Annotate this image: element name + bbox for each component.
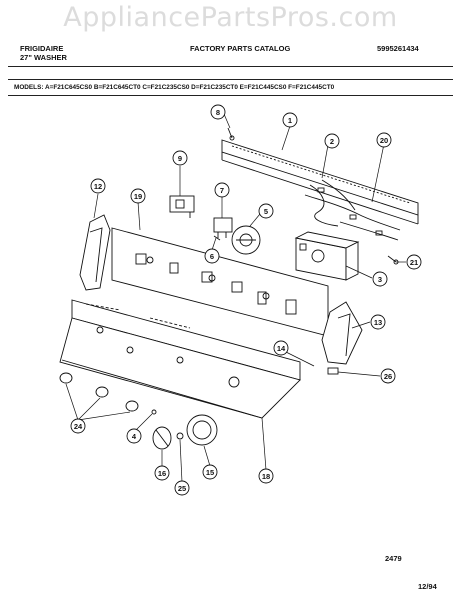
catalog-part-number: 5995261434	[377, 44, 419, 53]
callout-5: 5	[264, 207, 268, 216]
catalog-date: 12/94	[418, 582, 437, 591]
callout-9: 9	[178, 154, 182, 163]
callout-circle-3	[372, 271, 388, 287]
callout-2: 2	[330, 137, 334, 146]
callout-circle-4	[126, 428, 142, 444]
part-switch	[169, 195, 195, 218]
part-clip-4	[151, 409, 157, 415]
part-screw-14	[305, 361, 315, 367]
part-dial-skirt	[186, 414, 218, 446]
callout-14: 14	[277, 344, 286, 353]
callout-circle-8	[210, 104, 226, 120]
callout-circle-16	[154, 465, 170, 481]
callout-circle-2	[324, 133, 340, 149]
part-screw-8	[227, 127, 235, 141]
callout-6: 6	[210, 252, 214, 261]
callout-13: 13	[374, 318, 382, 327]
callout-20: 20	[380, 136, 388, 145]
callout-circle-6	[204, 248, 220, 264]
callout-circle-5	[258, 203, 274, 219]
callout-24: 24	[74, 422, 83, 431]
callout-circle-24	[70, 418, 86, 434]
part-wiring-harness	[304, 179, 401, 241]
part-small-switch	[213, 217, 233, 238]
catalog-title: FACTORY PARTS CATALOG	[190, 44, 291, 53]
callout-12: 12	[94, 182, 102, 191]
callout-21: 21	[410, 258, 418, 267]
callout-26: 26	[384, 372, 392, 381]
brand-label: FRIGIDAIRE	[20, 44, 64, 53]
header-rule-mid	[8, 79, 453, 80]
part-knobs-24	[59, 372, 139, 412]
callout-circle-12	[90, 178, 106, 194]
part-timer	[294, 231, 360, 281]
header-rule-bottom	[8, 95, 453, 96]
callout-circle-20	[376, 132, 392, 148]
callout-circle-26	[380, 368, 396, 384]
callout-19: 19	[134, 192, 142, 201]
callout-circle-21	[406, 254, 422, 270]
leader-lines	[65, 113, 406, 483]
part-rear-panel	[221, 139, 419, 225]
callout-circle-14	[273, 340, 289, 356]
part-selector-switch	[231, 225, 261, 255]
drawing-number: 2479	[385, 554, 402, 563]
callout-3: 3	[378, 275, 382, 284]
part-right-end-cap	[321, 301, 363, 365]
callouts	[70, 104, 422, 496]
callout-circle-7	[214, 182, 230, 198]
part-screw-21	[387, 255, 399, 265]
product-label: 27" WASHER	[20, 53, 67, 62]
models-line: MODELS: A=F21C645CS0 B=F21C645CT0 C=F21C…	[14, 84, 335, 91]
callout-1: 1	[288, 116, 292, 125]
callout-circle-13	[370, 314, 386, 330]
part-timer-knob	[152, 426, 172, 450]
callout-7: 7	[220, 186, 224, 195]
callout-4: 4	[132, 432, 137, 441]
callout-18: 18	[262, 472, 270, 481]
callout-circle-18	[258, 468, 274, 484]
callout-8: 8	[216, 108, 220, 117]
callout-circle-9	[172, 150, 188, 166]
callout-25: 25	[178, 484, 186, 493]
part-clip-26	[327, 367, 339, 375]
callout-16: 16	[158, 469, 166, 478]
callout-circle-1	[282, 112, 298, 128]
part-washer-25	[176, 432, 184, 440]
callout-circle-19	[130, 188, 146, 204]
part-screw-6	[213, 235, 221, 241]
watermark-text: AppliancePartsPros.com	[63, 2, 398, 33]
callout-15: 15	[206, 468, 214, 477]
callout-circle-15	[202, 464, 218, 480]
header-rule-top	[8, 66, 453, 67]
part-left-end-cap	[79, 214, 111, 291]
part-console-back-panel	[111, 227, 329, 337]
callout-circle-25	[174, 480, 190, 496]
